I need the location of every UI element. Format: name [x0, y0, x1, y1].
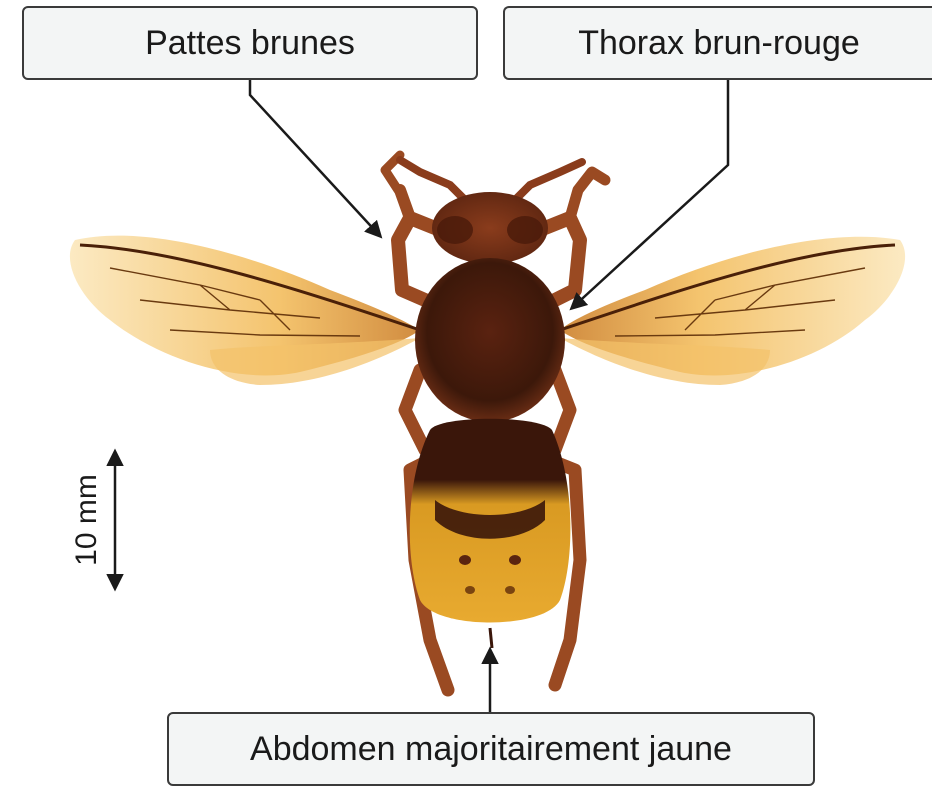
right-wing — [560, 237, 905, 385]
abdomen-label: Abdomen majoritairement jaune — [167, 712, 815, 786]
abdomen — [410, 419, 571, 648]
thorax-label: Thorax brun-rouge — [503, 6, 932, 80]
left-wing — [70, 236, 420, 385]
thorax — [415, 258, 565, 422]
legs-pointer — [250, 80, 380, 236]
legs-label: Pattes brunes — [22, 6, 478, 80]
scale-label: 10 mm — [67, 480, 107, 560]
